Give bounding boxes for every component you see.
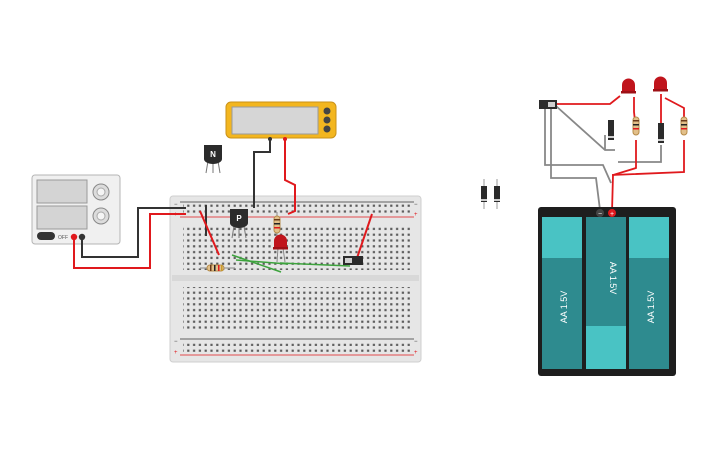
wire-group-right[interactable]	[544, 94, 685, 213]
led-right-1[interactable]	[621, 78, 636, 94]
npn-label: N	[210, 150, 216, 159]
pnp-label: P	[236, 214, 242, 223]
diode-right-2[interactable]	[658, 123, 664, 143]
diode-2[interactable]	[494, 179, 500, 209]
diode-right-1[interactable]	[608, 120, 614, 140]
battery-cell-2: AA 1.5V	[586, 217, 626, 369]
battery-cell-1: AA 1.5V	[542, 217, 582, 369]
cell-3-label: AA 1.5V	[646, 291, 656, 324]
wire-group-left[interactable]	[73, 140, 373, 273]
resistor-right-2[interactable]	[680, 116, 688, 136]
svg-text:+: +	[414, 212, 418, 218]
slide-switch[interactable]	[343, 256, 363, 265]
resistor-breadboard[interactable]	[200, 264, 235, 272]
battery-pack[interactable]: AA 1.5V AA 1.5V AA 1.5V − +	[538, 207, 676, 376]
breadboard[interactable]: − + − + − + − +	[169, 195, 422, 363]
power-button-label: OFF	[58, 235, 68, 241]
svg-text:−: −	[174, 202, 178, 208]
battery-negative-terminal[interactable]	[596, 209, 604, 217]
multimeter[interactable]	[225, 101, 337, 141]
diode-1[interactable]	[481, 179, 487, 209]
svg-text:−: −	[174, 339, 178, 345]
led-breadboard[interactable]	[273, 234, 288, 263]
cell-2-label: AA 1.5V	[608, 262, 618, 295]
svg-text:−: −	[414, 202, 418, 208]
led-right-2[interactable]	[653, 76, 668, 92]
battery-negative-label: −	[598, 211, 602, 218]
battery-positive-label: +	[610, 211, 614, 218]
battery-positive-terminal[interactable]	[608, 209, 616, 217]
cell-1-label: AA 1.5V	[559, 291, 569, 324]
svg-text:−: −	[414, 339, 418, 345]
slide-switch-right[interactable]	[539, 100, 557, 109]
svg-text:+: +	[414, 350, 418, 356]
power-button[interactable]: OFF	[37, 232, 68, 241]
resistor-vertical[interactable]	[273, 212, 281, 240]
power-supply[interactable]: OFF	[31, 174, 121, 245]
battery-cell-3: AA 1.5V	[629, 217, 669, 369]
pnp-transistor[interactable]: P	[230, 209, 248, 239]
resistor-right-1[interactable]	[632, 116, 640, 136]
svg-text:+: +	[174, 350, 178, 356]
npn-transistor[interactable]: N	[204, 145, 222, 174]
